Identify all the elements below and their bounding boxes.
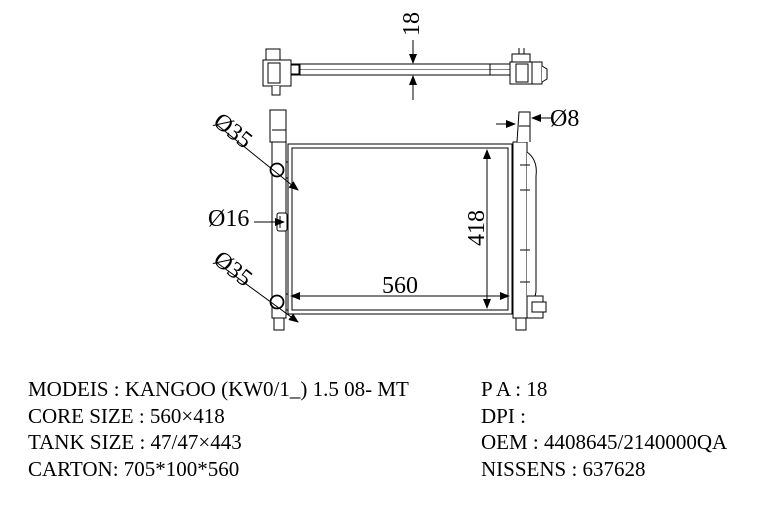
specs-right: P A : 18 DPI : OEM : 4408645/2140000QA N…	[481, 376, 727, 482]
spec-carton: CARTON: 705*100*560	[28, 456, 240, 481]
leader-outlet	[215, 261, 299, 323]
dim-pipe-offset-label: 18	[399, 12, 425, 36]
leader-inlet	[215, 123, 299, 191]
spec-core-size: CORE SIZE : 560×418	[28, 403, 225, 428]
dim-filler-diameter: Ø16	[208, 206, 249, 232]
spec-nissens: NISSENS : 637628	[481, 456, 646, 481]
top-view	[262, 48, 548, 96]
spec-pa: P A : 18	[481, 377, 548, 401]
radiator-drawing: 18 Ø35	[208, 12, 579, 331]
spec-tank-size: TANK SIZE : 47/47×443	[28, 430, 242, 454]
dim-core-height-label: 418	[464, 210, 490, 246]
dim-core-width-label: 560	[382, 273, 418, 299]
spec-dpi: DPI :	[481, 403, 526, 428]
spec-oem: OEM : 4408645/2140000QA	[481, 430, 728, 454]
spec-models: MODEIS : KANGOO (KW0/1_) 1.5 08- MT	[28, 377, 409, 401]
dim-inlet-diameter: Ø35	[208, 108, 257, 154]
front-view	[269, 109, 547, 331]
specs-left: MODEIS : KANGOO (KW0/1_) 1.5 08- MT CORE…	[28, 376, 409, 482]
dim-outlet-diameter: Ø35	[208, 246, 257, 292]
dim-vent-diameter: Ø8	[550, 106, 579, 132]
